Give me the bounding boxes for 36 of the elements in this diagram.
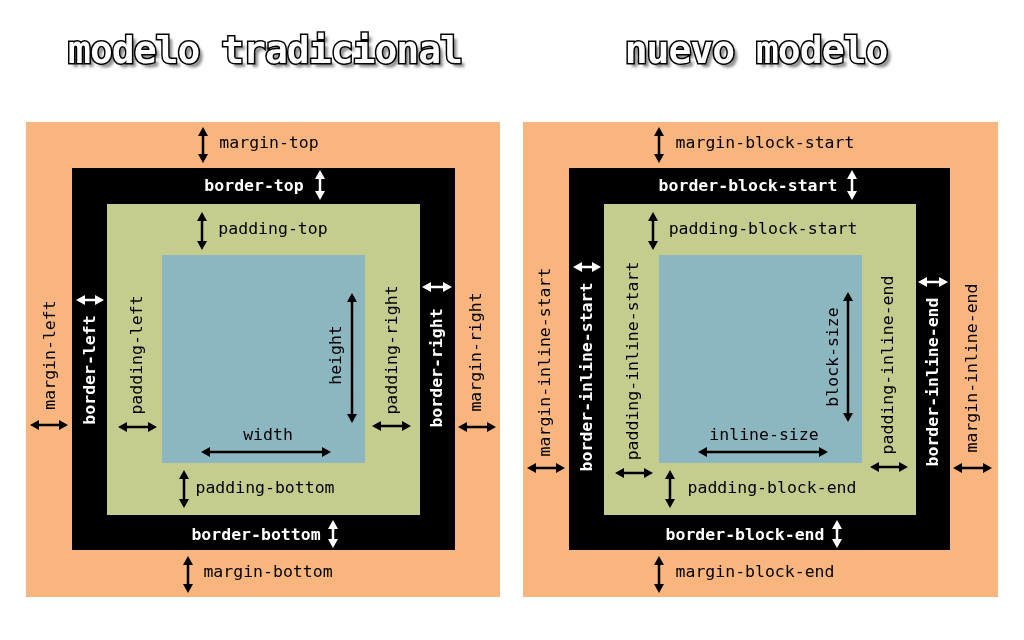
property-label: margin-bottom — [203, 562, 333, 582]
content-area — [162, 255, 365, 463]
property-label: padding-block-start — [668, 219, 858, 239]
property-label: margin-inline-end — [962, 283, 982, 453]
property-label: padding-left — [127, 295, 147, 415]
property-label: border-block-end — [665, 525, 825, 545]
content-area — [659, 255, 862, 463]
margin-area — [26, 122, 500, 597]
property-label: border-inline-end — [923, 297, 943, 467]
border-area — [569, 168, 950, 550]
property-label: inline-size — [709, 425, 819, 445]
property-label: border-inline-start — [577, 282, 597, 472]
padding-area — [107, 204, 420, 515]
padding-area — [604, 204, 916, 515]
property-label: margin-top — [219, 133, 319, 153]
property-label: padding-block-end — [687, 478, 857, 498]
property-label: border-right — [427, 308, 447, 428]
property-label: padding-bottom — [195, 478, 335, 498]
property-label: width — [243, 425, 293, 445]
property-label: border-top — [204, 176, 304, 196]
property-label: padding-inline-end — [878, 275, 898, 455]
property-label: padding-top — [218, 219, 328, 239]
property-label: margin-block-end — [675, 562, 835, 582]
property-label: margin-left — [40, 300, 60, 410]
property-label: padding-inline-start — [623, 261, 643, 461]
property-label: margin-right — [466, 292, 486, 412]
property-label: border-bottom — [191, 525, 321, 545]
border-area — [72, 168, 455, 550]
property-label: border-left — [80, 315, 100, 425]
property-label: border-block-start — [658, 176, 838, 196]
property-label: block-size — [823, 307, 843, 407]
property-label: height — [326, 325, 346, 385]
property-label: padding-right — [382, 285, 402, 415]
property-label: margin-block-start — [675, 133, 855, 153]
margin-area — [523, 122, 998, 597]
property-label: margin-inline-start — [535, 267, 555, 457]
